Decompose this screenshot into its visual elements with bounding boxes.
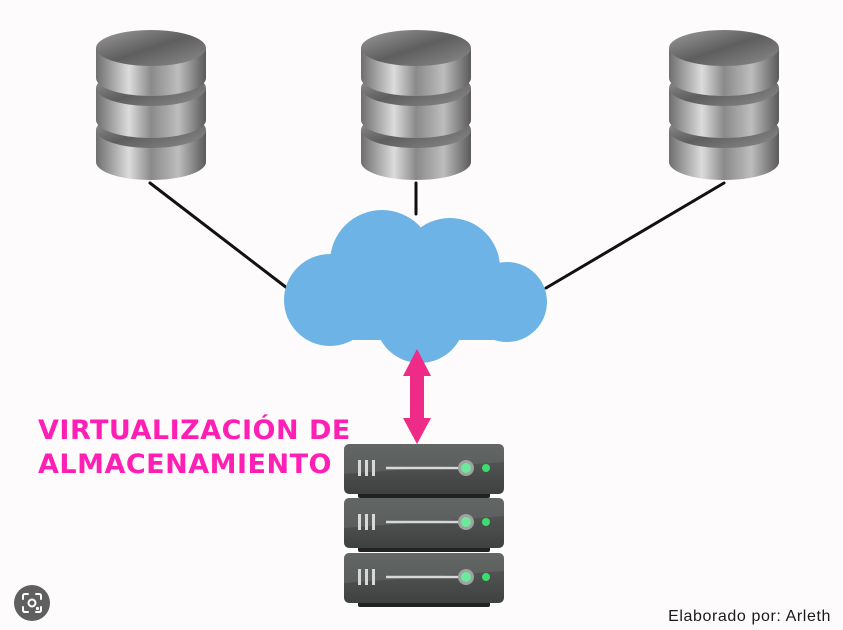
cloud-icon (284, 210, 547, 363)
connection-lines (148, 181, 726, 290)
author-credit: Elaborado por: Arleth (668, 608, 831, 625)
link-db-right-cloud (544, 181, 726, 290)
database-icon (669, 30, 779, 180)
diagram-title: VIRTUALIZACIÓN DE ALMACENAMIENTO (38, 414, 351, 482)
database-icon (96, 30, 206, 180)
lens-search-icon (22, 593, 42, 613)
title-line-1: VIRTUALIZACIÓN DE (38, 415, 351, 446)
lens-search-button[interactable] (14, 585, 50, 621)
database-icon (361, 30, 471, 180)
double-arrow-icon (403, 349, 431, 444)
link-db-left-cloud (148, 181, 289, 290)
title-line-2: ALMACENAMIENTO (38, 449, 332, 480)
server-rack-icon (342, 442, 506, 609)
